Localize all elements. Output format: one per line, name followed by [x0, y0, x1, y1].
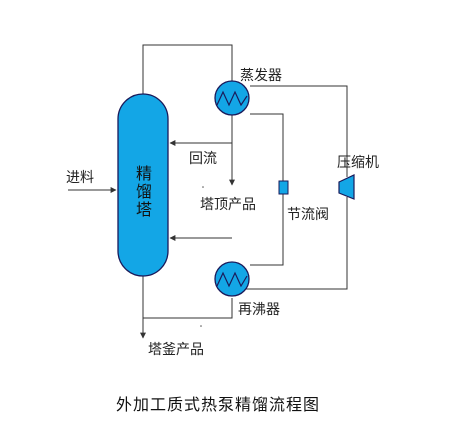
throttle-valve [278, 180, 289, 195]
evaporator-label: 蒸发器 [240, 68, 282, 84]
column-label: 精 馏 塔 [136, 166, 152, 218]
column-label-line3: 塔 [136, 200, 153, 219]
evaporator-to-compressor-line [250, 85, 348, 177]
pipelines [68, 44, 348, 339]
distillation-column [117, 93, 169, 277]
column-label-line1: 精 [136, 164, 153, 183]
throttle-valve-label: 节流阀 [287, 207, 329, 223]
compressor-to-reboiler-line [232, 197, 348, 290]
evaporator [214, 80, 250, 116]
vapor-line [142, 44, 233, 94]
compressor-label: 压缩机 [337, 155, 379, 171]
top-product-label: 塔顶产品 [200, 197, 256, 213]
column-label-line2: 馏 [136, 182, 153, 201]
bottom-product-label: 塔釜产品 [148, 342, 204, 358]
reboiler-label: 再沸器 [238, 302, 280, 318]
evaporator-coil-icon [216, 90, 248, 107]
figure-caption: 外加工质式热泵精馏流程图 [116, 395, 321, 414]
reboiler-coil-icon [216, 271, 248, 288]
reboiler [214, 261, 250, 297]
bottom-product-line [142, 270, 233, 319]
reboiler-to-valve-line [250, 193, 284, 266]
reflux-label: 回流 [189, 151, 217, 167]
compressor [338, 174, 355, 200]
valve-to-evaporator-line [250, 113, 284, 181]
feed-label: 进料 [66, 170, 94, 186]
